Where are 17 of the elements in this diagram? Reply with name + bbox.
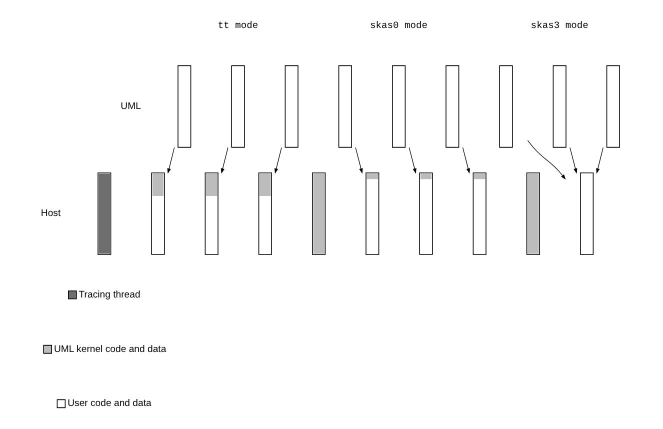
arrow [408,147,416,174]
arrow [462,147,470,174]
legend-label: User code and data [67,398,151,410]
label: skas3 mode [530,20,588,32]
arrow [596,147,603,174]
arrow [220,147,228,174]
arrow [526,140,566,180]
arrow [569,147,577,174]
legend-label: Tracing thread [78,289,140,300]
arrow [274,147,282,174]
label: Host [40,208,60,220]
arrow [354,147,362,174]
label: tt mode [217,20,258,32]
label: skas0 mode [370,20,428,32]
arrow [166,147,174,174]
label: UML [120,100,140,112]
legend-label: UML kernel code and data [54,344,166,355]
